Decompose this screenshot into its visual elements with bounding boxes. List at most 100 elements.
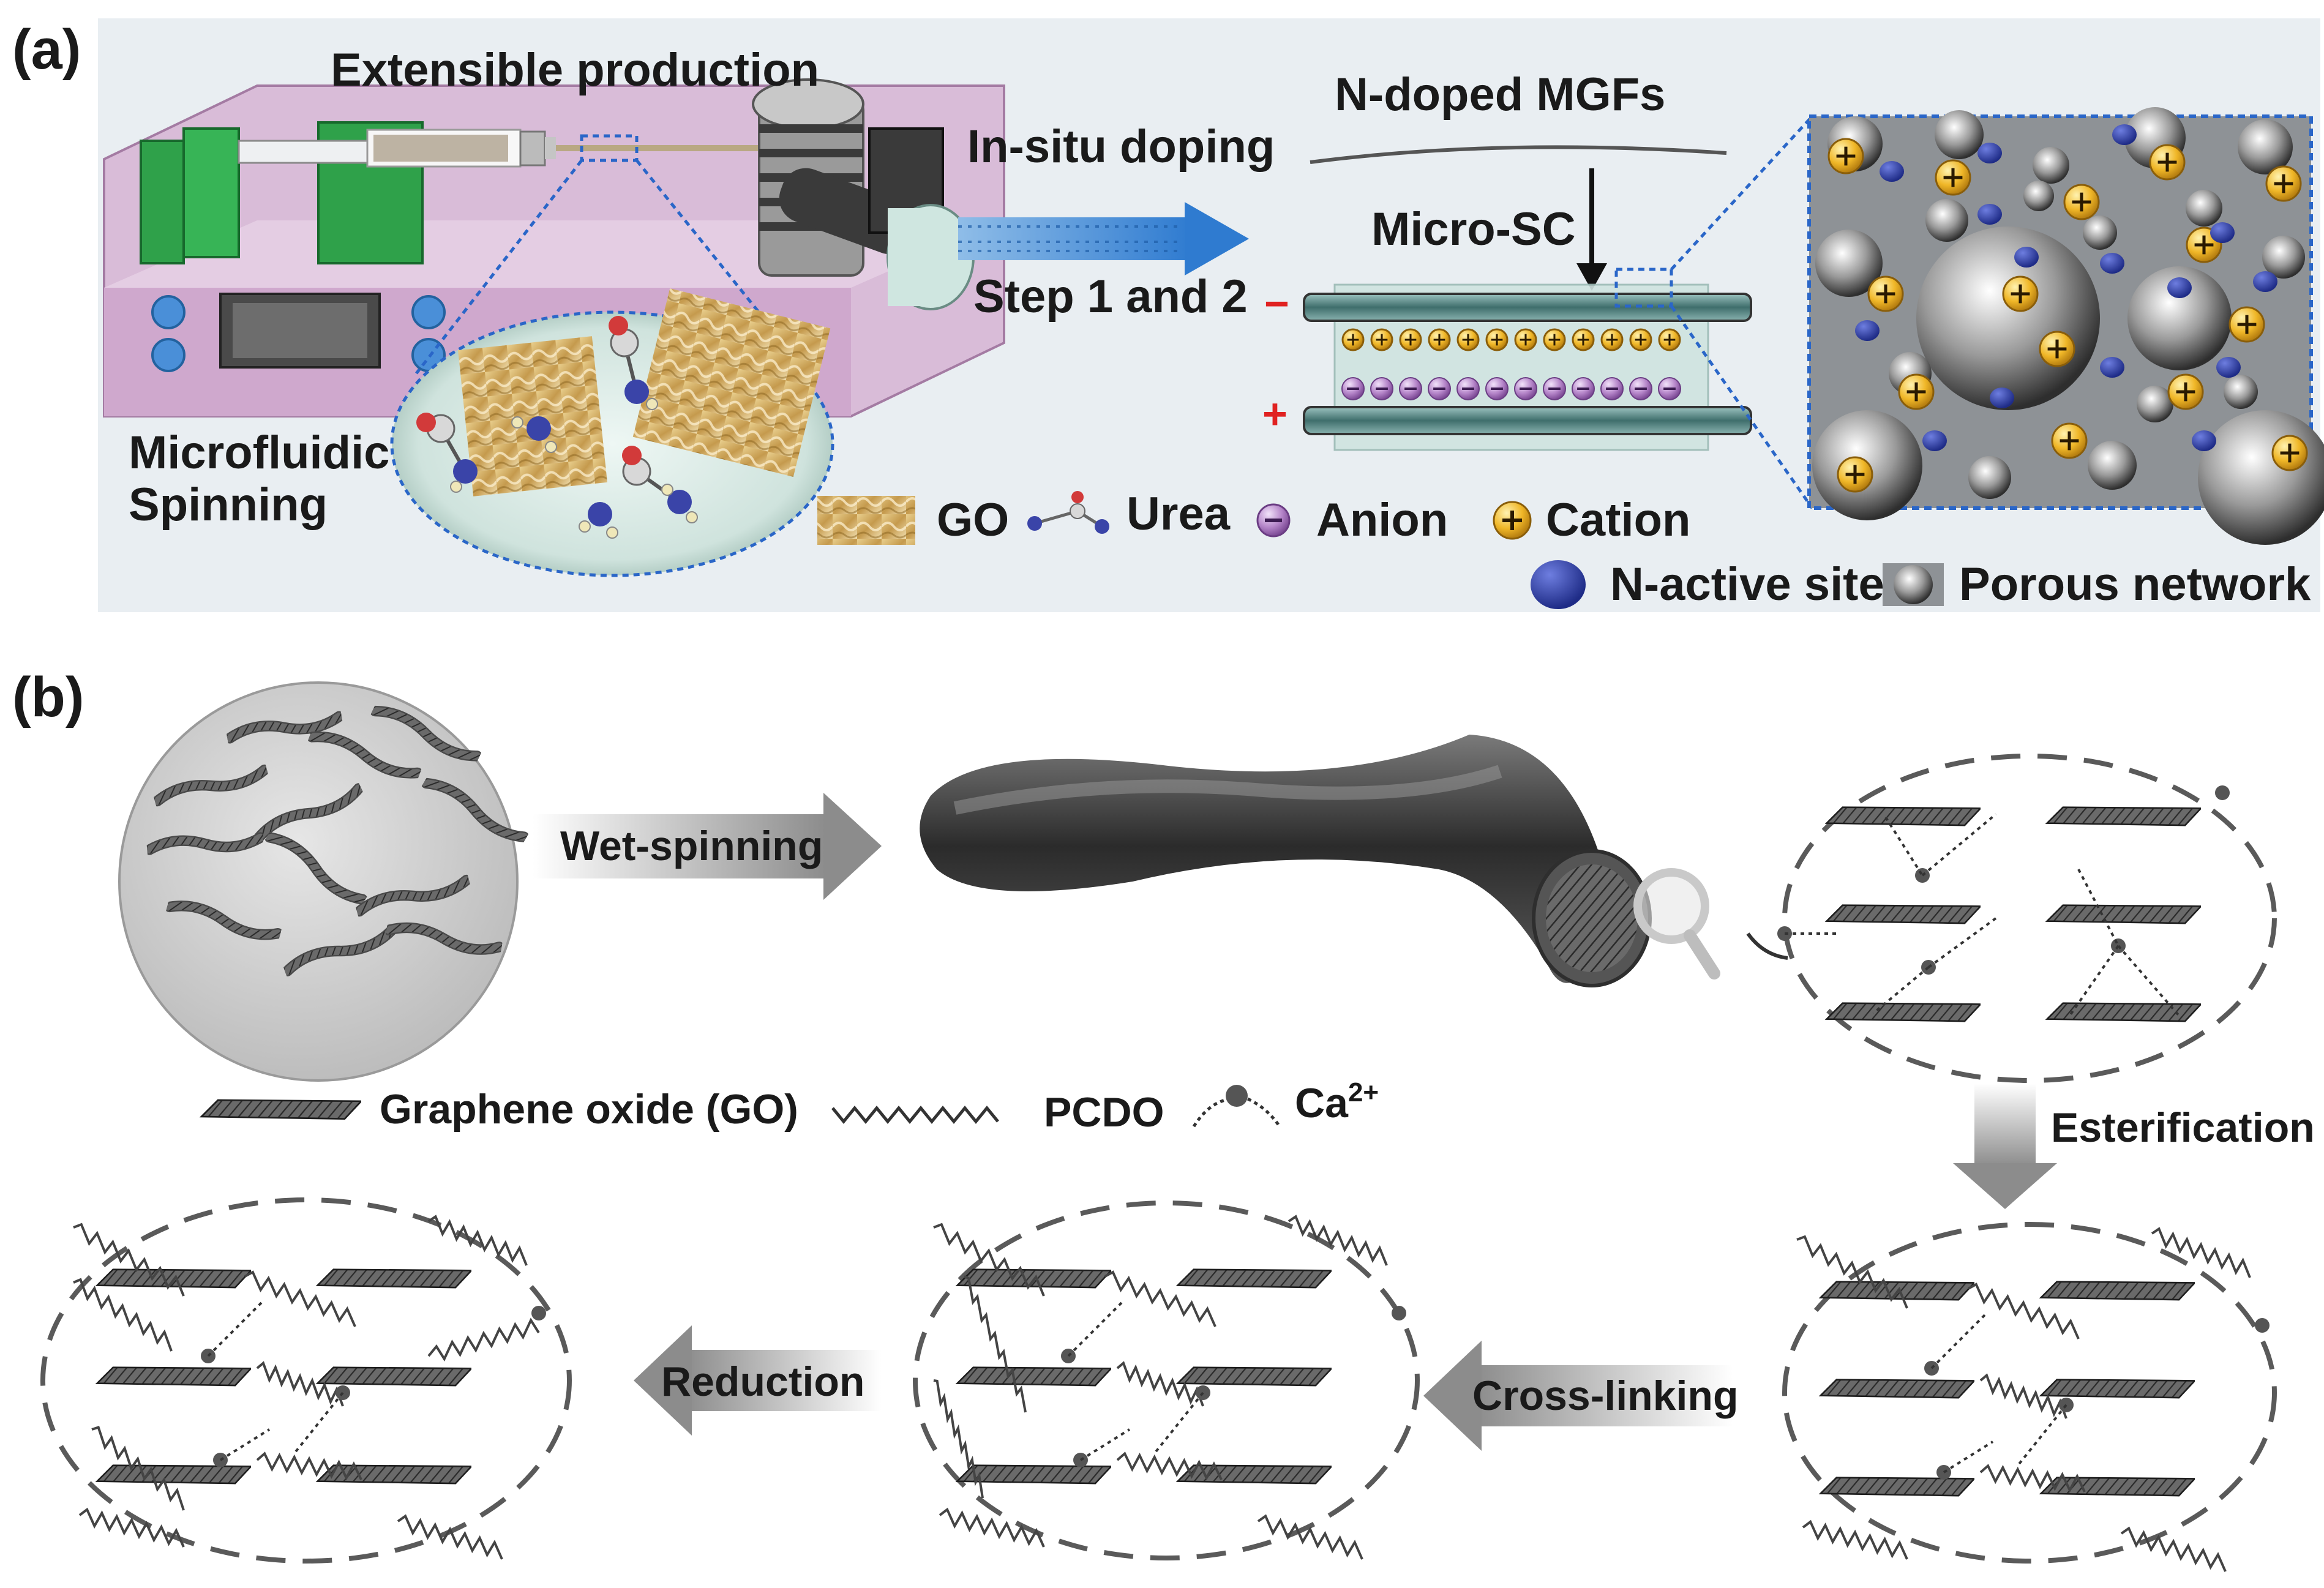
cation-plus bbox=[2011, 284, 2030, 304]
cation-plus bbox=[1376, 334, 1388, 346]
process-arrow bbox=[958, 202, 1249, 275]
legend-graphene-oxide-label: Graphene oxide (GO) bbox=[380, 1086, 798, 1133]
pcdo-chain bbox=[1257, 1514, 1363, 1560]
fiber-illustration bbox=[920, 735, 1788, 987]
pcdo-chain bbox=[1116, 1451, 1223, 1481]
go-sheet bbox=[317, 1268, 471, 1289]
cation-plus bbox=[1876, 284, 1895, 304]
legend-ca-charge: 2+ bbox=[1348, 1077, 1379, 1107]
ca-ion bbox=[2215, 785, 2230, 800]
go-sheet bbox=[2040, 1281, 2195, 1301]
pcdo-chain bbox=[1968, 1283, 2080, 1339]
pore bbox=[2088, 441, 2137, 490]
ca-bond bbox=[1930, 1312, 1988, 1369]
cation-plus bbox=[1491, 334, 1503, 346]
legend-porous-network-label: Porous network bbox=[1959, 558, 2311, 610]
structure-ellipse-cross-linked bbox=[913, 1200, 1420, 1560]
pore bbox=[2033, 147, 2069, 184]
ca-bond bbox=[1067, 1300, 1125, 1357]
go-sheet bbox=[1177, 1366, 1332, 1387]
cation-plus bbox=[1906, 382, 1926, 402]
go-sheet bbox=[317, 1366, 471, 1387]
cation-plus bbox=[1943, 168, 1963, 187]
legend-go-label: GO bbox=[937, 494, 1009, 546]
step-wet-spinning-label: Wet-spinning bbox=[560, 823, 823, 869]
legend-n-active-site-label: N-active site bbox=[1610, 558, 1884, 610]
pcdo-chain bbox=[933, 1379, 984, 1499]
device-label-micro-sc: Micro-SC bbox=[1371, 203, 1576, 255]
cation-plus bbox=[1635, 334, 1647, 346]
structure-ellipse-esterified bbox=[1782, 1222, 2277, 1572]
mgf-fiber-line bbox=[1310, 145, 1727, 164]
pcdo-chain bbox=[73, 1223, 185, 1297]
cation-plus bbox=[2176, 382, 2195, 402]
n-active-site bbox=[2100, 253, 2124, 274]
method-label-line1: Microfluidic bbox=[129, 427, 389, 479]
legend-urea-icon bbox=[1027, 491, 1109, 534]
cation-plus bbox=[1404, 334, 1417, 346]
pcdo-chain bbox=[933, 1223, 1045, 1297]
legend-n-active-site-icon bbox=[1531, 560, 1586, 609]
pore bbox=[2262, 236, 2305, 279]
go-sheet bbox=[96, 1464, 251, 1485]
n-active-site bbox=[2192, 430, 2216, 451]
cation-plus bbox=[1347, 334, 1359, 346]
title-extensible-production: Extensible production bbox=[331, 44, 819, 96]
winding-roller-illustration bbox=[752, 78, 975, 310]
magnifier-icon bbox=[1633, 868, 1709, 944]
ca-bond bbox=[2068, 945, 2120, 1017]
pore bbox=[2238, 119, 2293, 174]
ca-bond bbox=[1921, 813, 1997, 877]
n-active-site bbox=[1977, 143, 2002, 163]
method-label-line2: Spinning bbox=[129, 479, 328, 531]
ca-ion bbox=[2255, 1318, 2270, 1333]
cation-plus bbox=[2280, 443, 2300, 463]
legend-panel-a: GO Urea Anion Cation N-active site Porou… bbox=[817, 488, 2311, 610]
ca-bond bbox=[1943, 1440, 1994, 1474]
go-sheet bbox=[2040, 1379, 2195, 1399]
ca-bond bbox=[293, 1391, 344, 1455]
pore bbox=[2023, 181, 2054, 211]
cation-plus bbox=[1663, 334, 1676, 346]
n-active-site bbox=[1855, 320, 1880, 341]
go-sheet bbox=[1826, 904, 1981, 924]
go-sheet bbox=[1826, 1002, 1981, 1022]
structure-ellipse-reduced bbox=[40, 1197, 572, 1564]
structure-ellipse-initial bbox=[1777, 754, 2277, 1083]
cation-plus bbox=[1462, 334, 1474, 346]
legend-cation-icon bbox=[1493, 501, 1532, 540]
cross-linking-arrow bbox=[1423, 1341, 1733, 1451]
cation-plus bbox=[2194, 235, 2214, 255]
legend-porous-network-icon bbox=[1883, 563, 1944, 606]
go-sheet bbox=[2046, 806, 2201, 826]
go-sheet bbox=[2046, 1002, 2201, 1022]
go-sheet bbox=[2046, 904, 2201, 924]
pore bbox=[2224, 375, 2258, 409]
pore bbox=[2137, 386, 2173, 422]
process-label-top: In-situ doping bbox=[967, 121, 1275, 173]
pcdo-chain bbox=[256, 1361, 344, 1407]
cation-plus bbox=[2060, 431, 2079, 451]
cation-plus bbox=[2274, 174, 2293, 193]
negative-electrode-sign: − bbox=[1264, 280, 1289, 328]
pcdo-chain bbox=[427, 1317, 540, 1362]
reduction-arrow bbox=[634, 1325, 882, 1436]
ca-bond bbox=[1884, 816, 1924, 877]
process-label-bottom: Step 1 and 2 bbox=[973, 271, 1248, 323]
ca-bond bbox=[2016, 1404, 2067, 1467]
cation-plus bbox=[2072, 192, 2091, 212]
cation-plus bbox=[1845, 465, 1865, 484]
legend-cation-label: Cation bbox=[1546, 494, 1690, 546]
legend-anion-label: Anion bbox=[1316, 494, 1448, 546]
n-active-site bbox=[2167, 277, 2192, 298]
pcdo-chain bbox=[1979, 1464, 2086, 1493]
go-sheet bbox=[1820, 1379, 1974, 1399]
pcdo-chain bbox=[964, 1275, 1027, 1413]
n-active-site bbox=[1880, 161, 1904, 182]
panel-b-label: (b) bbox=[12, 666, 84, 728]
legend-pcdo-label: PCDO bbox=[1044, 1089, 1164, 1136]
panel-a-label: (a) bbox=[12, 18, 81, 81]
pore bbox=[1968, 456, 2011, 499]
porous-network-zoom bbox=[1807, 107, 2324, 545]
